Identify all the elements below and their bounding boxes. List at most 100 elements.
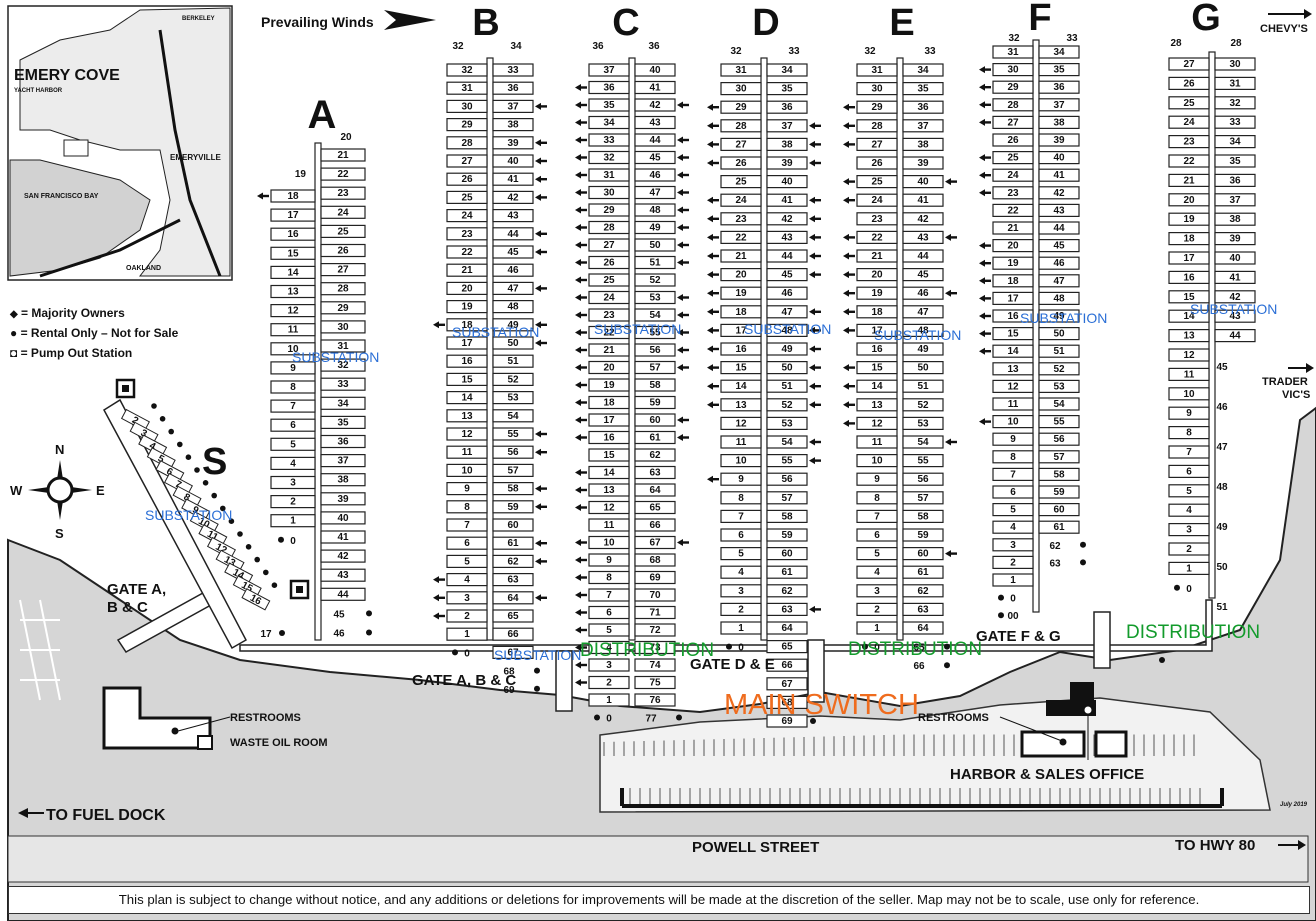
dock-b-slip-21[interactable] [446,263,488,277]
slip-s-15-box[interactable] [232,575,262,598]
dock-c-slip-40[interactable] [634,63,676,77]
dock-e-slip-37[interactable] [902,119,944,133]
dock-a-slip-1[interactable] [270,514,316,528]
dock-f-slip-46[interactable] [1038,256,1080,270]
dock-g-slip-40[interactable] [1214,251,1256,265]
dock-d-slip-26[interactable] [720,156,762,170]
dock-b-slip-43[interactable] [492,209,534,223]
dock-g-slip-20[interactable] [1168,193,1210,207]
dock-c-slip-76[interactable] [634,693,676,707]
dock-a-slip-27[interactable] [320,263,366,277]
dock-a-slip-34[interactable] [320,396,366,410]
dock-f-slip-25[interactable] [992,151,1034,165]
dock-d-slip-3[interactable] [720,584,762,598]
dock-g-slip-43[interactable] [1214,309,1256,323]
dock-b-slip-62[interactable] [492,554,534,569]
dock-b-slip-61[interactable] [492,536,534,550]
dock-g-slip-38[interactable] [1214,212,1256,226]
dock-a-slip-10[interactable] [270,342,316,356]
dock-a-slip-4[interactable] [270,456,316,470]
dock-c-slip-36[interactable] [588,80,630,95]
dock-g-slip-11[interactable] [1168,367,1210,381]
dock-c-slip-14[interactable] [588,465,630,480]
dock-e-slip-23[interactable] [856,212,898,226]
dock-d-slip-60[interactable] [766,546,808,561]
dock-f-slip-8[interactable] [992,450,1034,464]
dock-b-slip-45[interactable] [492,245,534,259]
dock-f-slip-11[interactable] [992,397,1034,411]
dock-c-slip-35[interactable] [588,98,630,112]
dock-f-slip-10[interactable] [992,415,1034,429]
dock-c-slip-60[interactable] [634,413,676,427]
dock-c-slip-65[interactable] [634,500,676,515]
dock-e-slip-49[interactable] [902,342,944,356]
dock-d-slip-59[interactable] [766,528,808,542]
dock-e-slip-31[interactable] [856,63,898,77]
dock-a-slip-12[interactable] [270,304,316,318]
dock-g-slip-21[interactable] [1168,173,1210,187]
dock-a-slip-5[interactable] [270,437,316,451]
dock-b-slip-49[interactable] [492,318,534,332]
dock-c-slip-18[interactable] [588,395,630,410]
dock-e-slip-60[interactable] [902,546,944,561]
dock-f-slip-61[interactable] [1038,520,1080,534]
dock-f-slip-26[interactable] [992,133,1034,147]
dock-c-slip-5[interactable] [588,623,630,637]
dock-f-slip-58[interactable] [1038,467,1080,481]
dock-c-slip-7[interactable] [588,588,630,602]
dock-a-slip-37[interactable] [320,454,366,468]
dock-c-slip-67[interactable] [634,535,676,550]
dock-f-slip-55[interactable] [1038,415,1080,429]
dock-g-slip-7[interactable] [1168,445,1210,459]
dock-b-slip-39[interactable] [492,136,534,150]
dock-d-slip-19[interactable] [720,286,762,300]
dock-f-slip-40[interactable] [1038,151,1080,165]
dock-a-slip-16[interactable] [270,227,316,241]
dock-e-slip-28[interactable] [856,119,898,133]
dock-a-slip-39[interactable] [320,492,366,506]
dock-f-slip-6[interactable] [992,485,1034,499]
dock-d-slip-38[interactable] [766,137,808,151]
dock-g-slip-31[interactable] [1214,76,1256,91]
dock-e-slip-5[interactable] [856,546,898,561]
dock-d-slip-23[interactable] [720,212,762,226]
dock-d-slip-65[interactable] [766,639,808,654]
dock-e-slip-4[interactable] [856,565,898,579]
dock-b-slip-15[interactable] [446,372,488,386]
dock-c-slip-1[interactable] [588,693,630,707]
dock-d-slip-39[interactable] [766,156,808,170]
dock-b-slip-60[interactable] [492,518,534,532]
dock-d-slip-44[interactable] [766,249,808,263]
dock-f-slip-19[interactable] [992,256,1034,270]
dock-e-slip-52[interactable] [902,398,944,412]
dock-f-slip-43[interactable] [1038,203,1080,217]
dock-f-slip-47[interactable] [1038,274,1080,288]
dock-f-slip-29[interactable] [992,80,1034,94]
dock-e-slip-20[interactable] [856,268,898,282]
dock-b-slip-44[interactable] [492,227,534,241]
dock-d-slip-47[interactable] [766,305,808,319]
dock-b-slip-28[interactable] [446,136,488,150]
dock-b-slip-38[interactable] [492,117,534,132]
dock-b-slip-27[interactable] [446,154,488,168]
dock-a-slip-35[interactable] [320,415,366,429]
dock-d-slip-56[interactable] [766,472,808,486]
dock-c-slip-24[interactable] [588,290,630,305]
dock-f-slip-7[interactable] [992,467,1034,481]
dock-f-slip-59[interactable] [1038,485,1080,499]
dock-c-slip-21[interactable] [588,343,630,357]
dock-b-slip-65[interactable] [492,609,534,623]
dock-b-slip-50[interactable] [492,336,534,350]
dock-c-slip-25[interactable] [588,273,630,287]
dock-a-slip-23[interactable] [320,186,366,200]
dock-e-slip-30[interactable] [856,81,898,96]
dock-g-slip-19[interactable] [1168,212,1210,226]
dock-a-slip-32[interactable] [320,358,366,372]
dock-c-slip-50[interactable] [634,238,676,252]
dock-b-slip-40[interactable] [492,154,534,168]
dock-e-slip-26[interactable] [856,156,898,170]
dock-c-slip-6[interactable] [588,605,630,620]
dock-d-slip-7[interactable] [720,509,762,523]
slip-s-16-box[interactable] [241,588,271,611]
dock-f-slip-2[interactable] [992,555,1034,570]
